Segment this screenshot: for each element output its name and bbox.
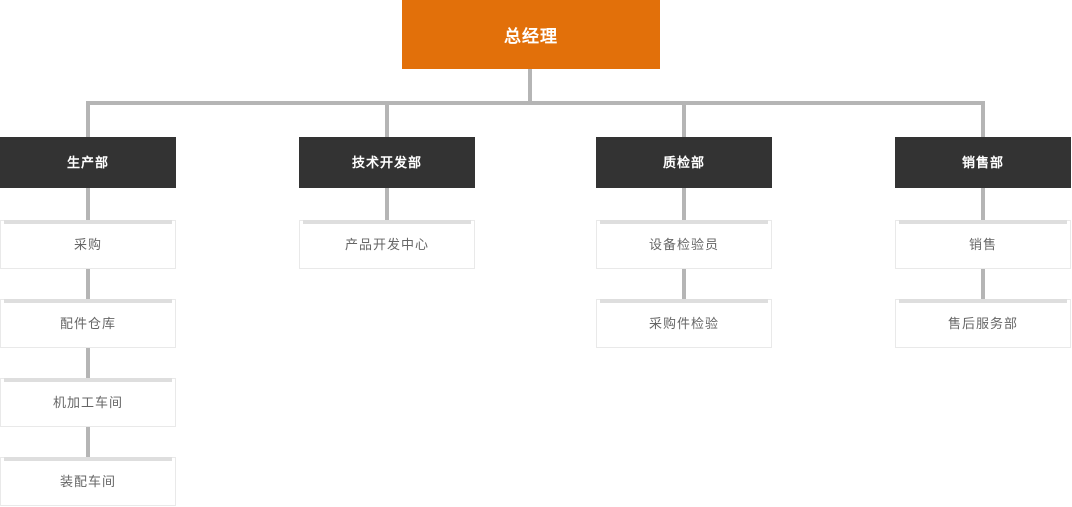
org-node-sales-dept: 销售部 <box>895 137 1071 188</box>
connector-stub <box>86 427 90 457</box>
org-node-machining-shop: 机加工车间 <box>0 378 176 427</box>
org-node-qc-dept: 质检部 <box>596 137 772 188</box>
connector-drop-qc <box>682 105 686 137</box>
connector-stub <box>682 188 686 220</box>
org-node-equipment-inspector: 设备检验员 <box>596 220 772 269</box>
org-node-product-dev-center: 产品开发中心 <box>299 220 475 269</box>
org-column-techdev: 技术开发部 产品开发中心 <box>299 137 475 269</box>
org-node-sales: 销售 <box>895 220 1071 269</box>
org-node-general-manager: 总经理 <box>402 0 660 69</box>
org-column-qc: 质检部 设备检验员 采购件检验 <box>596 137 772 348</box>
connector-stub <box>86 188 90 220</box>
org-node-parts-warehouse: 配件仓库 <box>0 299 176 348</box>
org-node-after-sales-service: 售后服务部 <box>895 299 1071 348</box>
org-node-techdev-dept: 技术开发部 <box>299 137 475 188</box>
connector-stub <box>981 269 985 299</box>
connector-stub <box>981 188 985 220</box>
connector-stub <box>385 188 389 220</box>
connector-stub <box>86 269 90 299</box>
org-node-assembly-shop: 装配车间 <box>0 457 176 506</box>
connector-root-stem <box>528 69 532 102</box>
connector-drop-techdev <box>385 105 389 137</box>
org-node-purchased-parts-inspection: 采购件检验 <box>596 299 772 348</box>
connector-drop-sales <box>981 105 985 137</box>
org-column-production: 生产部 采购 配件仓库 机加工车间 装配车间 <box>0 137 176 506</box>
org-node-purchasing: 采购 <box>0 220 176 269</box>
org-node-label: 总经理 <box>504 27 558 46</box>
connector-stub <box>86 348 90 378</box>
connector-stub <box>682 269 686 299</box>
connector-horizontal-bar <box>86 101 985 105</box>
connector-drop-production <box>86 105 90 137</box>
org-node-production-dept: 生产部 <box>0 137 176 188</box>
org-column-sales: 销售部 销售 售后服务部 <box>895 137 1071 348</box>
